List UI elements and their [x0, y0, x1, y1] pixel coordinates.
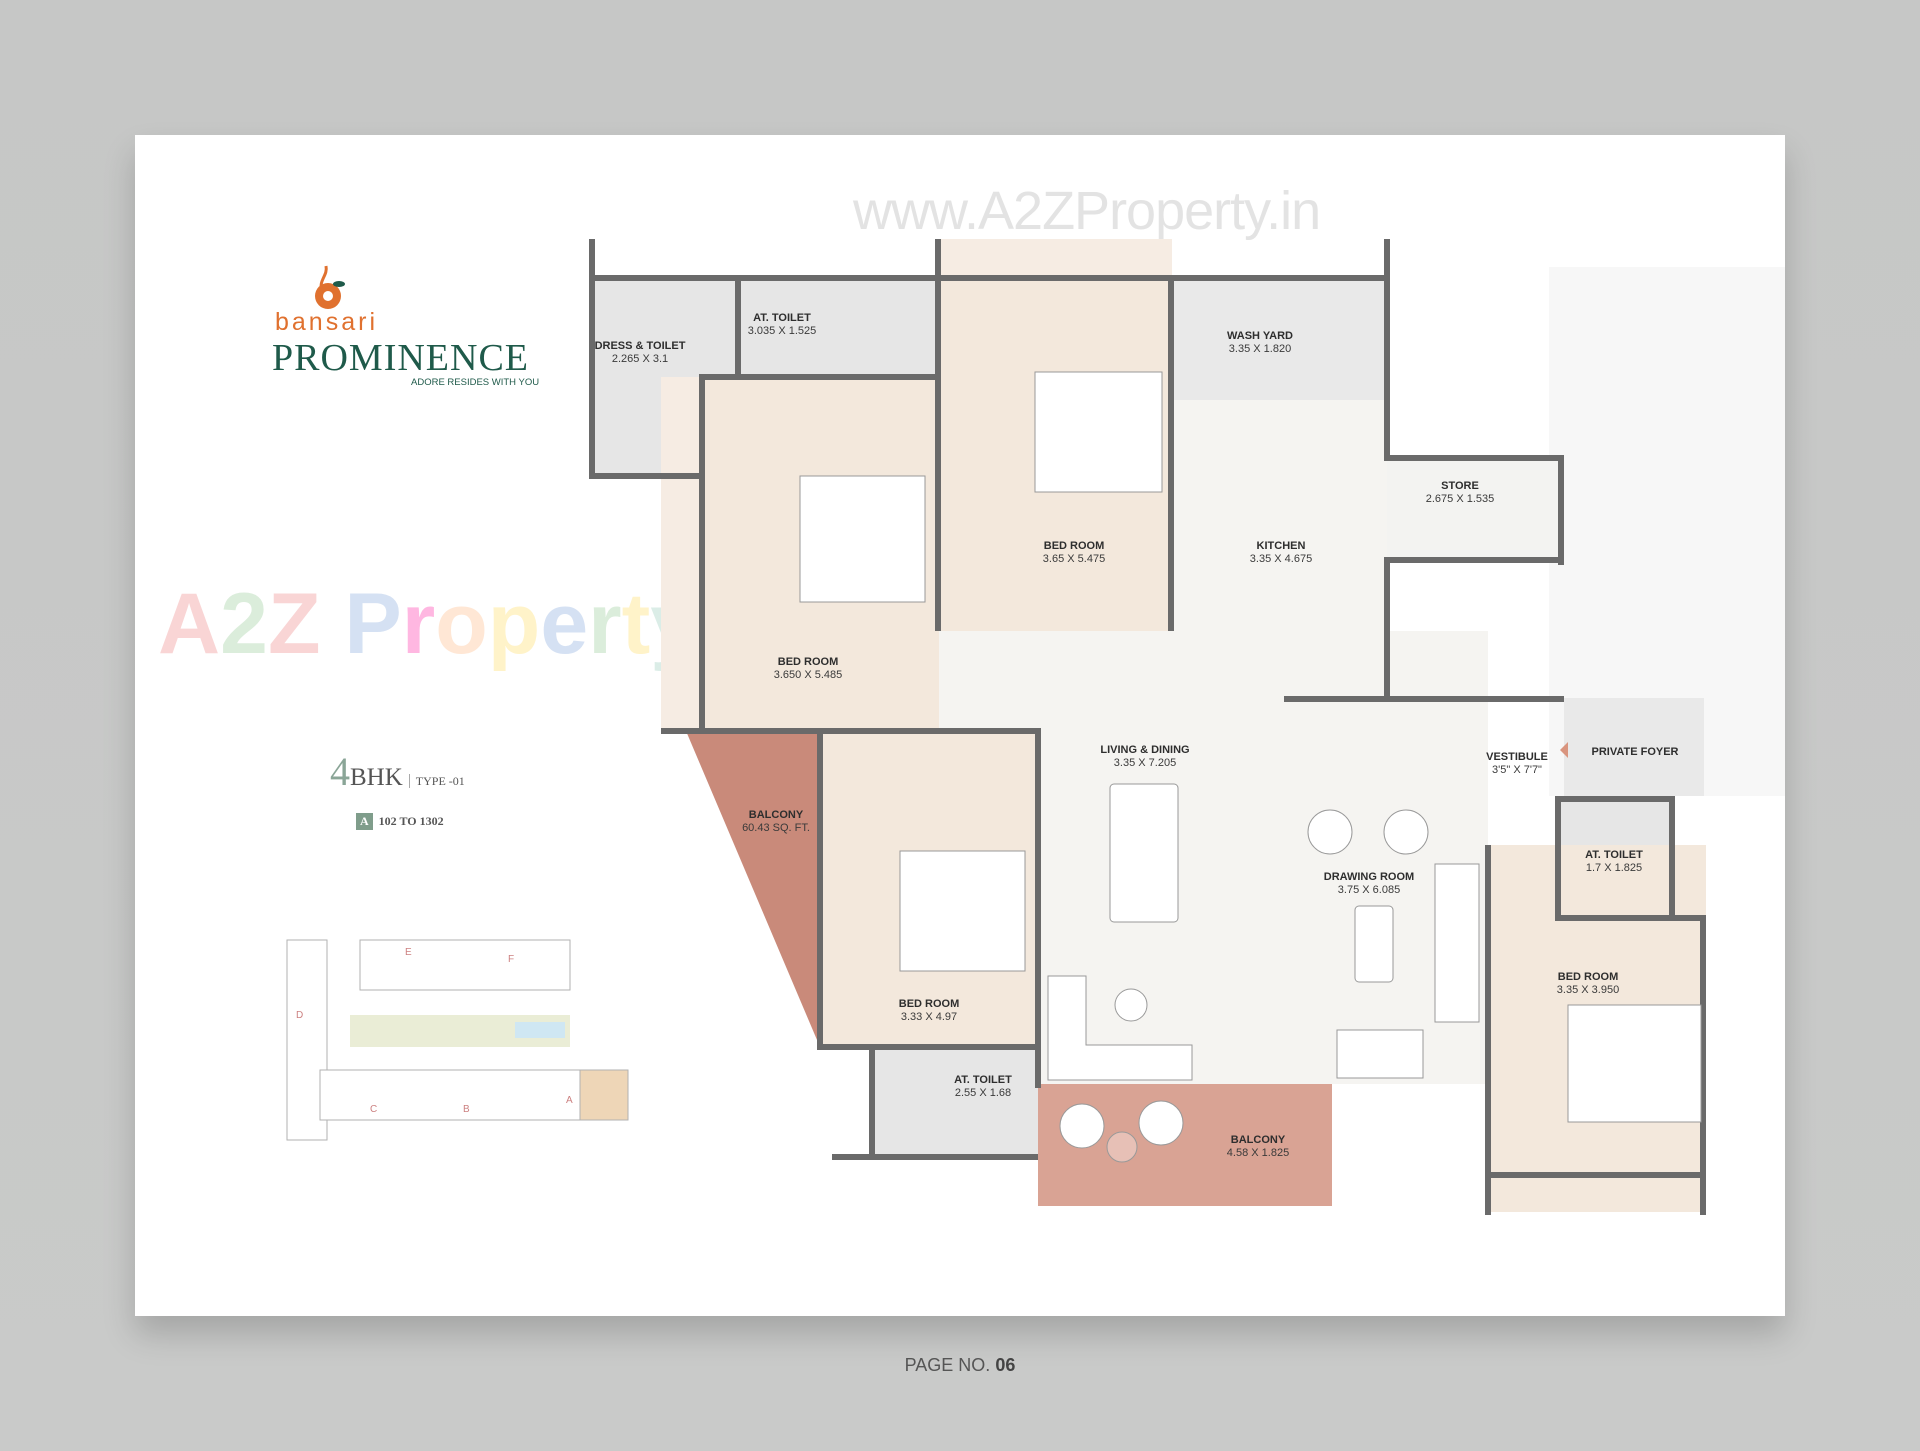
svg-text:A: A	[566, 1095, 573, 1106]
svg-text:3.33 X 4.97: 3.33 X 4.97	[901, 1011, 957, 1023]
svg-text:DRAWING ROOM: DRAWING ROOM	[1324, 871, 1414, 883]
svg-text:3.650 X 5.485: 3.650 X 5.485	[774, 669, 843, 681]
svg-text:C: C	[370, 1104, 377, 1115]
svg-text:AT. TOILET: AT. TOILET	[753, 312, 811, 324]
svg-text:3'5" X 7'7": 3'5" X 7'7"	[1492, 764, 1542, 776]
svg-text:E: E	[405, 947, 412, 958]
svg-text:B: B	[463, 1104, 470, 1115]
svg-text:PRIVATE FOYER: PRIVATE FOYER	[1592, 746, 1679, 758]
entry-arrow-icon	[1560, 742, 1568, 758]
url-watermark: www.A2ZProperty.in	[853, 181, 1321, 241]
svg-text:BED ROOM: BED ROOM	[899, 998, 960, 1010]
brand-name-main: PROMINENCE	[272, 337, 530, 379]
svg-text:F: F	[508, 954, 514, 965]
svg-text:2.675 X 1.535: 2.675 X 1.535	[1426, 493, 1495, 505]
svg-text:VESTIBULE: VESTIBULE	[1486, 751, 1548, 763]
svg-text:KITCHEN: KITCHEN	[1257, 540, 1306, 552]
svg-text:AT. TOILET: AT. TOILET	[954, 1074, 1012, 1086]
svg-text:2.265 X 3.1: 2.265 X 3.1	[612, 353, 668, 365]
svg-text:3.65 X 5.475: 3.65 X 5.475	[1043, 553, 1105, 565]
svg-text:DRESS & TOILET: DRESS & TOILET	[595, 340, 686, 352]
svg-text:1.7 X 1.825: 1.7 X 1.825	[1586, 862, 1642, 874]
svg-text:60.43 SQ. FT.: 60.43 SQ. FT.	[742, 822, 810, 834]
svg-text:D: D	[296, 1010, 303, 1021]
svg-text:LIVING & DINING: LIVING & DINING	[1100, 744, 1189, 756]
svg-text:3.035 X 1.525: 3.035 X 1.525	[748, 325, 817, 337]
svg-text:2.55 X 1.68: 2.55 X 1.68	[955, 1087, 1011, 1099]
svg-text:BED ROOM: BED ROOM	[1558, 971, 1619, 983]
svg-text:3.35 X 4.675: 3.35 X 4.675	[1250, 553, 1312, 565]
furniture	[799, 371, 1702, 1163]
brand-logo-icon	[315, 265, 345, 309]
svg-text:AT. TOILET: AT. TOILET	[1585, 849, 1643, 861]
svg-text:3.35 X 3.950: 3.35 X 3.950	[1557, 984, 1619, 996]
svg-text:3.35 X 7.205: 3.35 X 7.205	[1114, 757, 1176, 769]
svg-text:3.35 X 1.820: 3.35 X 1.820	[1229, 343, 1291, 355]
svg-text:WASH YARD: WASH YARD	[1227, 330, 1293, 342]
svg-text:STORE: STORE	[1441, 480, 1479, 492]
page-number: PAGE NO. 06	[904, 1355, 1016, 1375]
brand-tagline: ADORE RESIDES WITH YOU	[411, 377, 540, 388]
svg-text:BALCONY: BALCONY	[1231, 1134, 1286, 1146]
walls	[589, 239, 1706, 1215]
svg-text:3.75 X 6.085: 3.75 X 6.085	[1338, 884, 1400, 896]
svg-text:BED ROOM: BED ROOM	[778, 656, 839, 668]
brand-name-top: bansari	[275, 308, 378, 336]
key-plan: D E F C B A	[286, 939, 629, 1141]
svg-text:BALCONY: BALCONY	[749, 809, 804, 821]
svg-text:BED ROOM: BED ROOM	[1044, 540, 1105, 552]
svg-text:4.58 X 1.825: 4.58 X 1.825	[1227, 1147, 1289, 1159]
room-private-foyer: PRIVATE FOYER	[1592, 746, 1679, 758]
